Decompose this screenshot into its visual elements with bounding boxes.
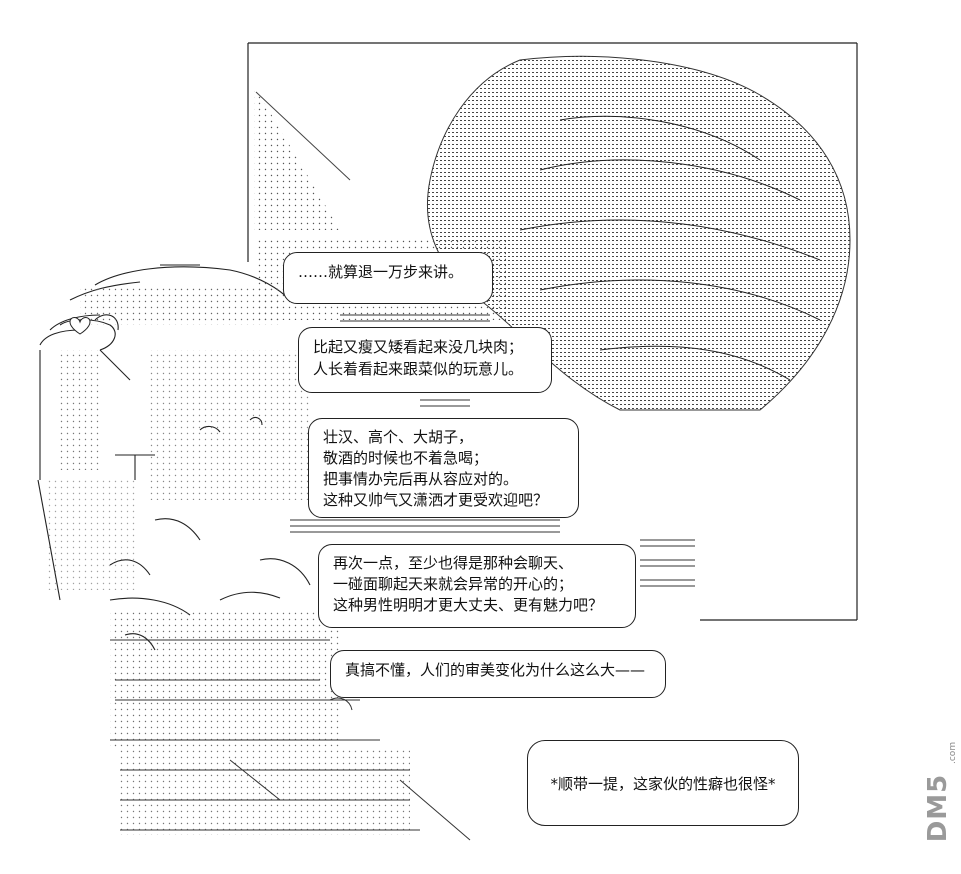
bubble-3-line-3: 把事情办完后再从容应对的。 [323, 470, 519, 488]
speech-bubble-1: ……就算退一万步来讲。 [283, 252, 493, 304]
bubble-5-line-1: 真搞不懂，人们的审美变化为什么这么大—— [345, 661, 646, 679]
watermark-logo-text: DM5 [923, 773, 953, 843]
heart-icon [69, 317, 91, 335]
bubble-4-line-3: 这种男性明明才更大丈夫、更有魅力吧？ [333, 596, 604, 614]
watermark-domain-text: .com [948, 741, 958, 764]
panel-shading [254, 90, 351, 230]
bubble-4-line-2: 一碰面聊起天来就会异常的开心的； [333, 575, 574, 593]
speech-bubble-4: 再次一点，至少也得是那种会聊天、 一碰面聊起天来就会异常的开心的； 这种男性明明… [318, 544, 636, 628]
bubble-3-line-1: 壮汉、高个、大胡子， [323, 428, 474, 446]
bubble-2-line-2: 人长着看起来跟菜似的玩意儿。 [313, 360, 524, 378]
narration-note-box: *顺带一提，这家伙的性癖也很怪* [527, 740, 799, 826]
bubble-1-line-1: ……就算退一万步来讲。 [298, 263, 464, 281]
speech-bubble-5: 真搞不懂，人们的审美变化为什么这么大—— [330, 650, 666, 698]
bubble-2-line-1: 比起又瘦又矮看起来没几块肉； [313, 338, 524, 356]
bubble-3-line-2: 敬酒的时候也不着急喝； [323, 449, 489, 467]
bubble-4-line-1: 再次一点，至少也得是那种会聊天、 [333, 554, 574, 572]
bubble-3-line-4: 这种又帅气又潇洒才更受欢迎吧？ [323, 491, 549, 509]
speech-bubble-2: 比起又瘦又矮看起来没几块肉； 人长着看起来跟菜似的玩意儿。 [298, 327, 552, 393]
site-watermark: DM5 .com [918, 742, 958, 862]
horizontal-hatching [290, 314, 695, 587]
panel-frame [247, 42, 858, 621]
hair-mass-figure [426, 55, 851, 411]
speech-bubble-3: 壮汉、高个、大胡子， 敬酒的时候也不着急喝； 把事情办完后再从容应对的。 这种又… [308, 418, 579, 518]
narration-note-text: *顺带一提，这家伙的性癖也很怪* [550, 774, 776, 793]
